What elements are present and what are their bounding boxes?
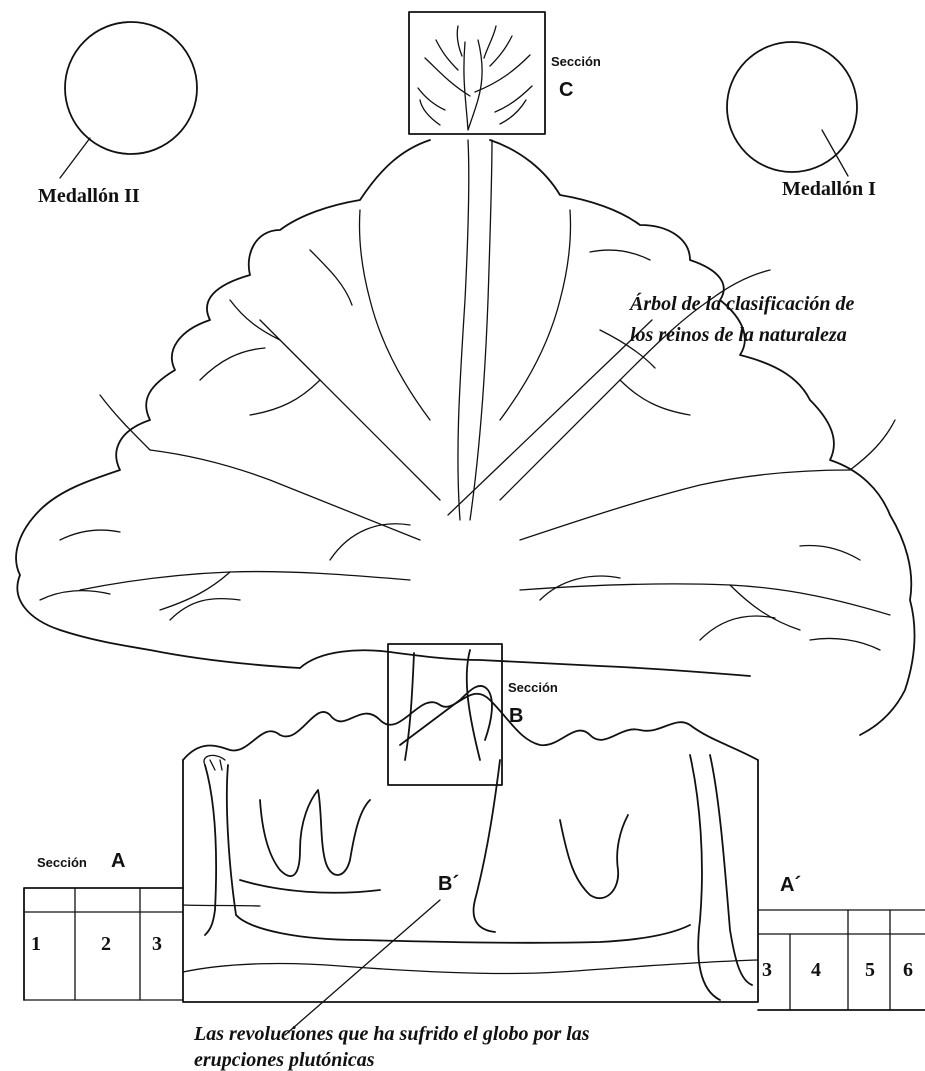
left-strata-number-1: 1: [31, 933, 41, 955]
right-strata-number-4: 4: [811, 959, 821, 981]
section-c-word: Sección: [551, 54, 601, 69]
section-b-box: [388, 644, 502, 785]
medallion-1: [727, 42, 857, 176]
medallion-1-label: Medallón I: [782, 178, 876, 200]
tree-crown: [16, 140, 915, 735]
right-strata-number-3: 3: [762, 959, 772, 981]
globe-cross-section: [183, 755, 758, 1002]
a-prime-marker: A´: [780, 874, 801, 896]
left-strata-number-2: 2: [101, 933, 111, 955]
right-strata-block: [758, 910, 925, 1010]
section-c-letter: C: [559, 79, 573, 101]
b-prime-marker: B´: [438, 873, 459, 895]
section-b-word: Sección: [508, 680, 558, 695]
tree-caption-pointer: [448, 320, 652, 515]
section-a-word: Sección: [37, 855, 87, 870]
right-strata-number-5: 5: [865, 959, 875, 981]
globe-caption-pointer: [285, 900, 440, 1035]
medallion-2-label: Medallón II: [38, 185, 140, 207]
crown-top-branches: [418, 26, 532, 130]
medallion-2: [60, 22, 197, 178]
section-a-letter: A: [111, 850, 125, 872]
tree-caption-line2: los reinos de la naturaleza: [630, 324, 847, 346]
right-strata-number-6: 6: [903, 959, 913, 981]
globe-caption-line2: erupciones plutónicas: [194, 1049, 375, 1071]
left-strata-number-3: 3: [152, 933, 162, 955]
globe-caption-line1: Las revoluciones que ha sufrido el globo…: [193, 1023, 590, 1045]
tree-branches: [40, 140, 895, 650]
tree-caption-line1: Árbol de la clasificación de: [628, 292, 855, 315]
